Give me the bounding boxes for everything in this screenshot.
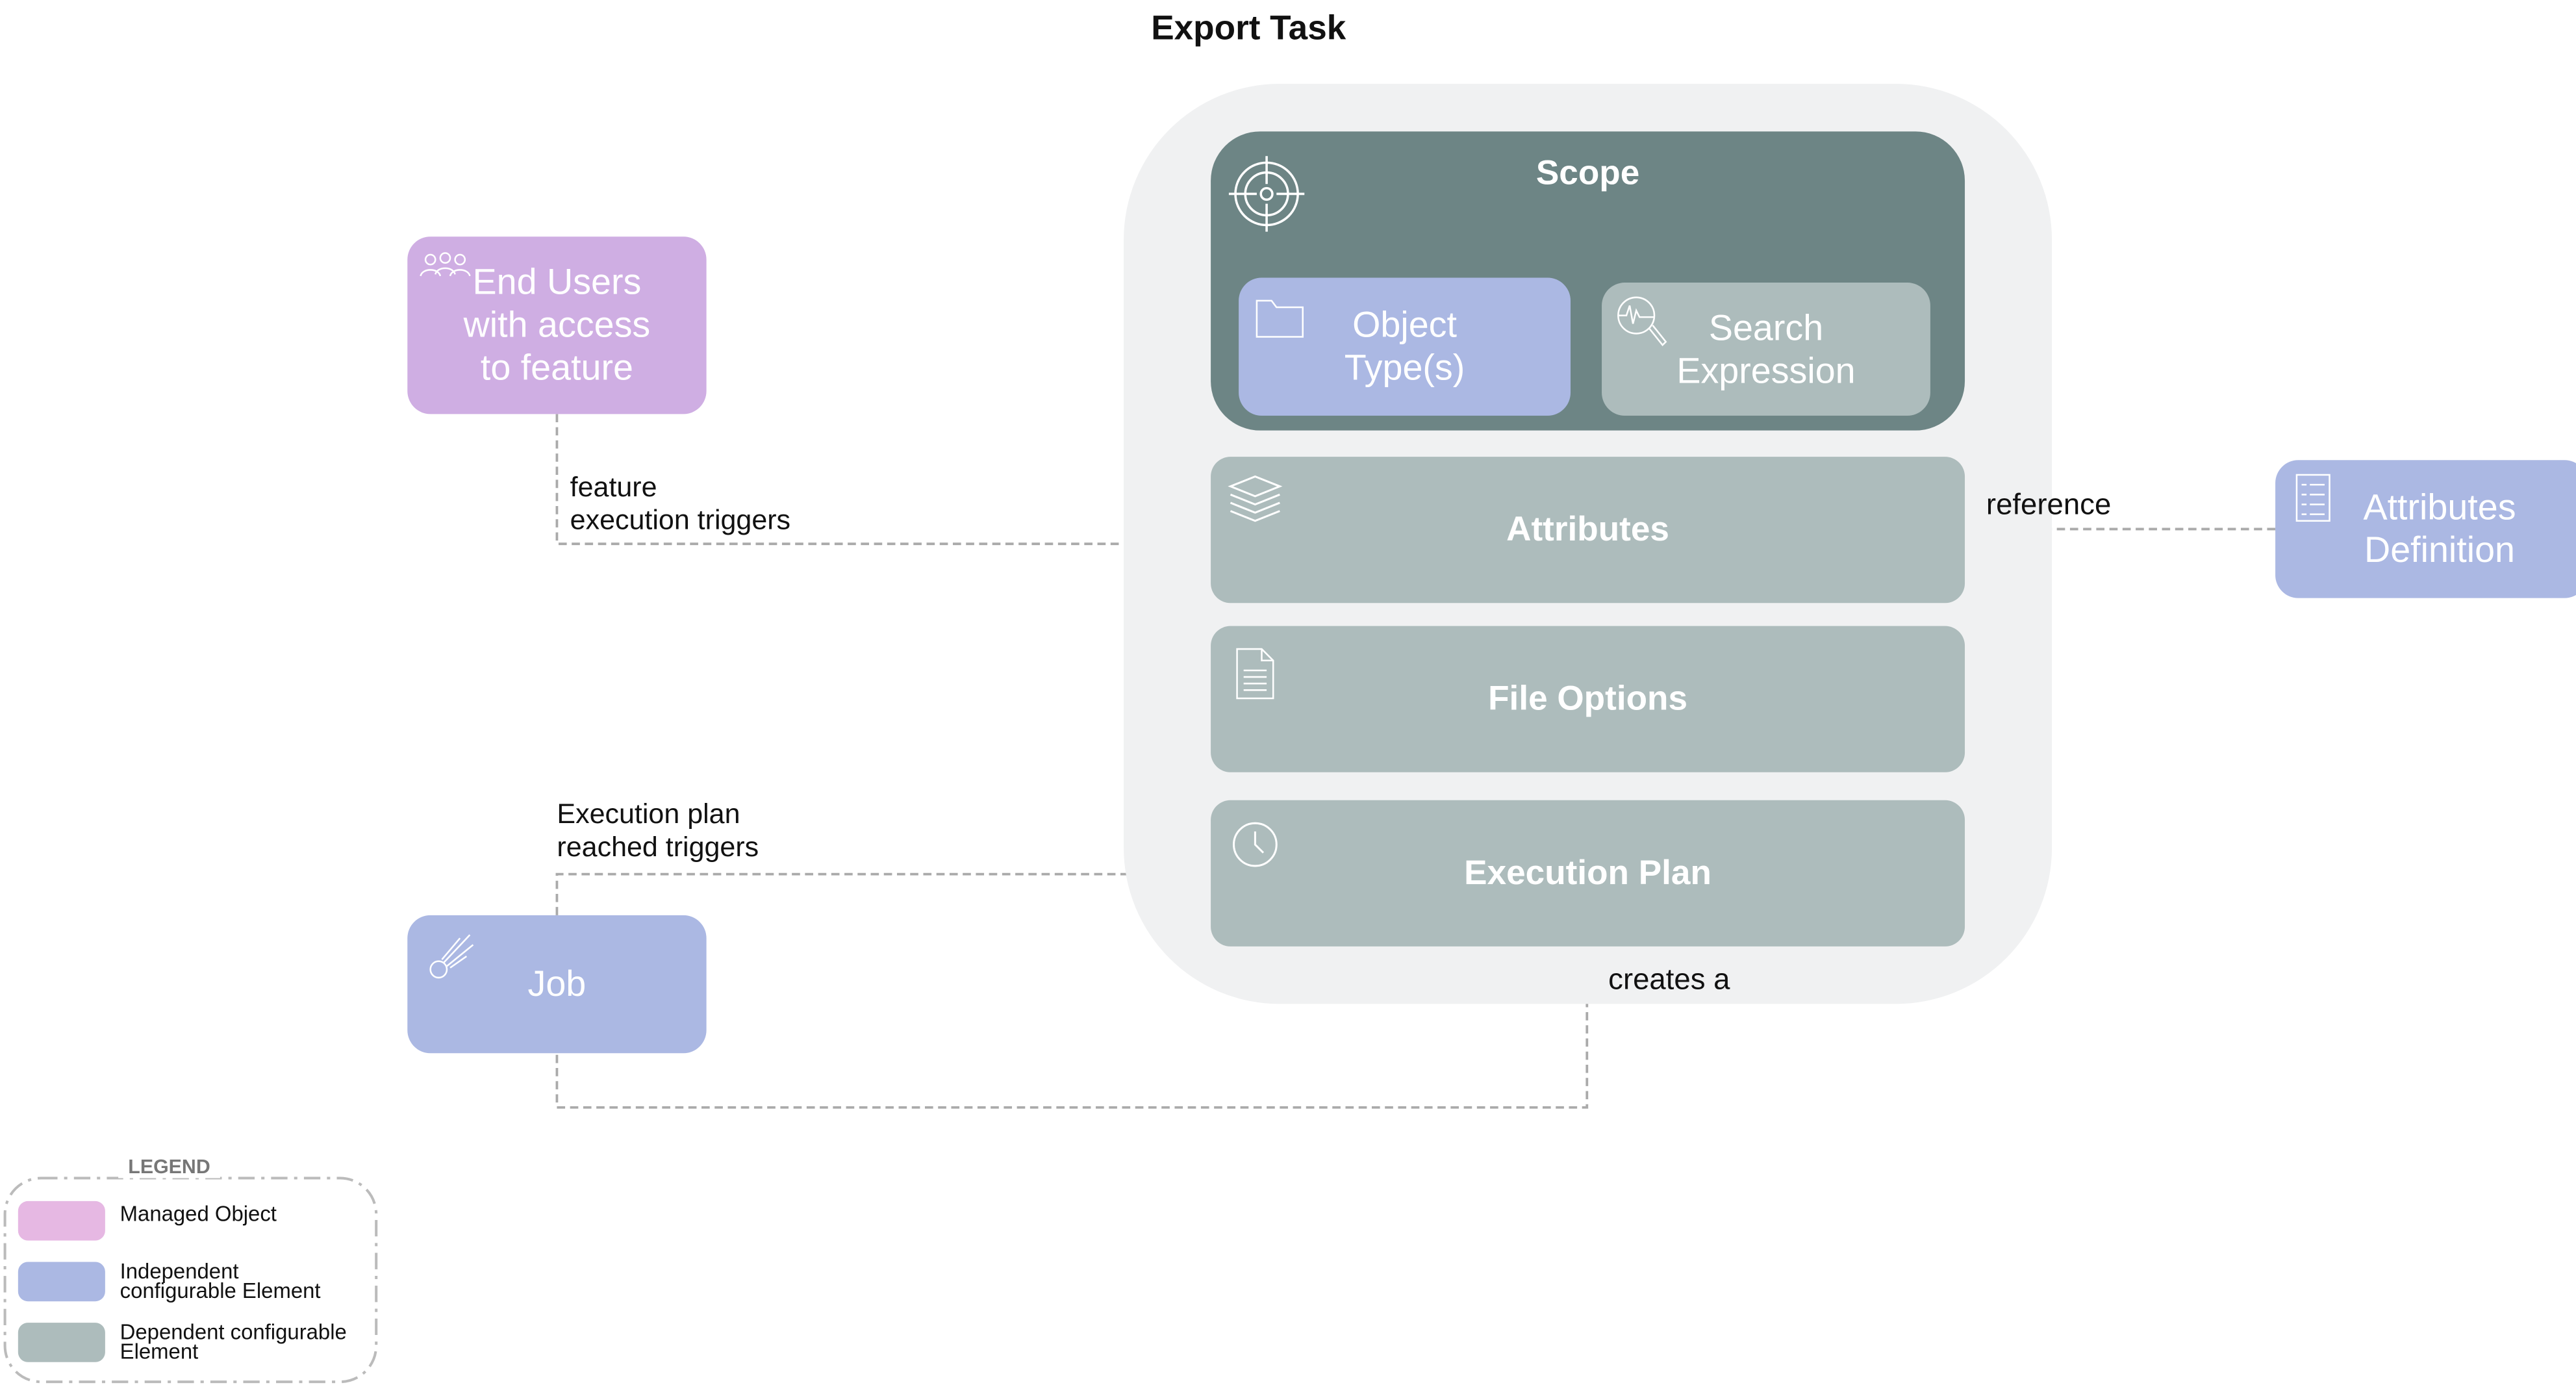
creates-label: creates a xyxy=(1608,963,1730,996)
clock-icon xyxy=(1232,822,1278,867)
target-icon xyxy=(1228,156,1305,232)
legend-swatch-managed xyxy=(18,1201,105,1241)
file-options-label: File Options xyxy=(1488,679,1688,718)
legend-title: LEGEND xyxy=(118,1155,220,1178)
search-expression-label: Search Expression xyxy=(1676,306,1856,390)
legend-label-independent: Independent configurable Element xyxy=(120,1258,321,1303)
reference-label: reference xyxy=(1986,488,2112,521)
attributes-box[interactable]: Attributes xyxy=(1211,457,1965,604)
job-label: Job xyxy=(527,963,587,1004)
feature-label-line2: execution triggers xyxy=(570,504,791,536)
connector-creates xyxy=(555,946,1589,1109)
legend-border xyxy=(3,1176,378,1384)
attributes-definition-box[interactable]: Attributes Definition xyxy=(2275,460,2576,598)
search-expression-box[interactable]: Search Expression xyxy=(1602,283,1930,416)
execution-plan-box[interactable]: Execution Plan xyxy=(1211,800,1965,947)
connector-feature xyxy=(555,414,1124,546)
legend-swatch-dependent xyxy=(18,1323,105,1362)
scope-title: Scope xyxy=(1535,154,1640,192)
legend-label-dependent: Dependent configurable Element xyxy=(120,1319,347,1364)
scope-box[interactable]: Scope Object Type(s) Search Expression xyxy=(1211,131,1965,431)
object-types-label: Object Type(s) xyxy=(1344,303,1465,388)
legend-label-managed: Managed Object xyxy=(120,1201,277,1226)
search-analytics-icon xyxy=(1617,296,1667,347)
meteor-icon xyxy=(429,934,474,979)
object-types-box[interactable]: Object Type(s) xyxy=(1239,277,1571,416)
document-icon xyxy=(1236,648,1274,700)
execution-label-line1: Execution plan xyxy=(557,798,740,830)
folder-icon xyxy=(1256,299,1304,338)
end-users-box[interactable]: End Users with access to feature xyxy=(407,236,707,414)
attributes-label: Attributes xyxy=(1506,510,1669,548)
file-options-box[interactable]: File Options xyxy=(1211,626,1965,772)
diagram-title: Export Task xyxy=(1151,10,1346,48)
layers-icon xyxy=(1228,475,1283,522)
execution-label-line2: reached triggers xyxy=(557,831,759,863)
legend-swatch-independent xyxy=(18,1262,105,1302)
end-users-label: End Users with access to feature xyxy=(463,261,651,388)
execution-plan-label: Execution Plan xyxy=(1464,853,1711,892)
legend: LEGEND Managed Object Independent config… xyxy=(3,1155,378,1384)
list-icon xyxy=(2295,474,2330,522)
job-box[interactable]: Job xyxy=(407,915,707,1054)
connector-execution xyxy=(555,872,1211,915)
feature-label-line1: feature xyxy=(570,471,657,503)
users-icon xyxy=(420,252,471,277)
attributes-definition-label: Attributes Definition xyxy=(2363,486,2516,570)
